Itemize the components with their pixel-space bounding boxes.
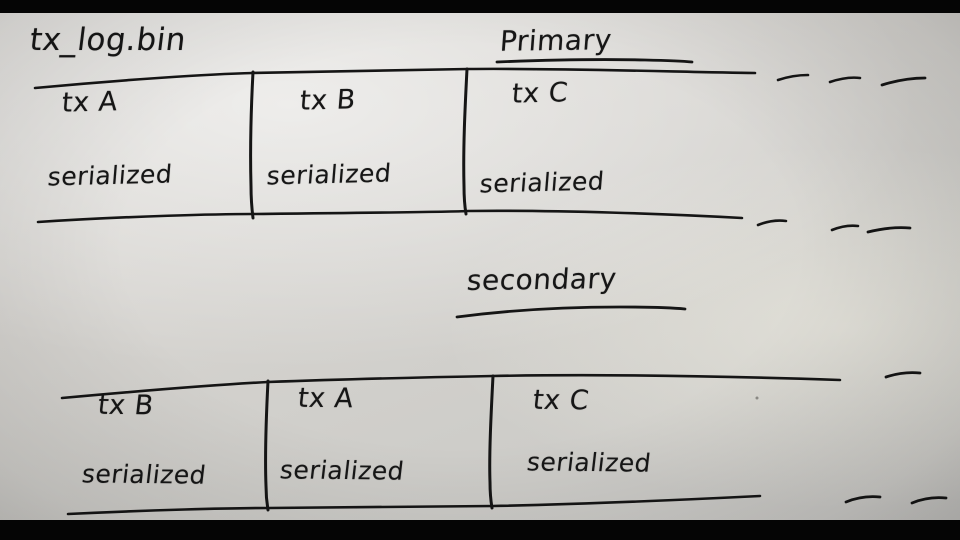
primary-cell-3-body: serialized <box>478 166 606 199</box>
secondary-bottom-dash-2 <box>910 496 948 505</box>
primary-bottom-dash-1 <box>756 219 788 227</box>
secondary-label-underline <box>455 305 687 319</box>
primary-top-dash-1 <box>776 73 810 82</box>
primary-label-underline <box>495 58 694 64</box>
primary-divider-2 <box>462 67 469 216</box>
primary-cell-2-head: tx B <box>298 84 357 117</box>
whiteboard-surface <box>0 13 960 520</box>
secondary-role-label: secondary <box>465 261 618 298</box>
secondary-cell-3-body: serialized <box>525 447 653 478</box>
primary-table-top-rule <box>33 67 757 90</box>
primary-role-label: Primary <box>498 23 613 58</box>
primary-table-bottom-rule <box>36 209 744 224</box>
secondary-divider-1 <box>264 379 270 512</box>
primary-cell-3-head: tx C <box>510 77 570 110</box>
letterbox-top <box>0 0 960 13</box>
secondary-cell-2-body: serialized <box>278 455 406 486</box>
secondary-cell-1-head: tx B <box>96 389 156 422</box>
secondary-bottom-dash-1 <box>844 495 882 504</box>
secondary-cell-2-head: tx A <box>296 382 356 415</box>
primary-top-dash-3 <box>880 76 927 87</box>
secondary-cell-1-body: serialized <box>80 459 208 490</box>
secondary-cell-3-head: tx C <box>531 384 591 417</box>
secondary-table-top-rule <box>60 373 842 400</box>
secondary-divider-2 <box>488 374 495 510</box>
secondary-table-bottom-rule <box>66 494 762 516</box>
primary-top-dash-2 <box>828 76 862 84</box>
primary-bottom-dash-3 <box>866 226 912 234</box>
board-speck <box>755 396 759 400</box>
primary-cell-1-body: serialized <box>46 159 174 192</box>
secondary-top-dash-1 <box>884 371 922 379</box>
primary-cell-1-head: tx A <box>60 86 119 119</box>
primary-divider-1 <box>249 70 255 220</box>
file-label-tx-log-bin: tx_log.bin <box>27 22 189 58</box>
primary-bottom-dash-2 <box>830 224 860 232</box>
letterbox-bottom <box>0 520 960 540</box>
primary-cell-2-body: serialized <box>265 158 393 191</box>
